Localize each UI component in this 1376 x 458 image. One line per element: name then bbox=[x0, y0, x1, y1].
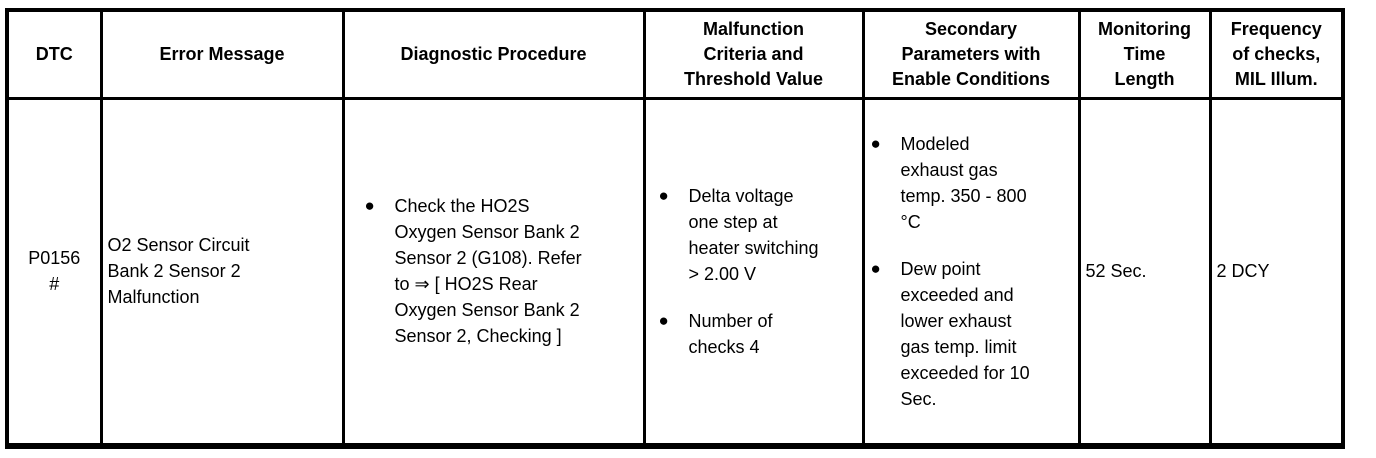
bullet-icon: ● bbox=[658, 185, 669, 205]
bullet-icon: ● bbox=[364, 196, 375, 216]
secondary-parameters-text: Dew point exceeded and lower exhaust gas… bbox=[900, 258, 1030, 409]
diagnostic-procedure-text: Check the HO2S Oxygen Sensor Bank 2 Sens… bbox=[394, 196, 582, 347]
table-row: P0156 # O2 Sensor Circuit Bank 2 Sensor … bbox=[5, 96, 1345, 448]
malfunction-criteria-text: Number of checks 4 bbox=[688, 310, 773, 357]
list-item: ● Dew point exceeded and lower exhaust g… bbox=[871, 256, 1076, 412]
col-header-error-message: Error Message bbox=[99, 8, 345, 100]
col-header-secondary-parameters: Secondary Parameters with Enable Conditi… bbox=[861, 8, 1081, 100]
secondary-parameters-text: Modeled exhaust gas temp. 350 - 800 °C bbox=[900, 133, 1027, 232]
col-header-diagnostic-procedure: Diagnostic Procedure bbox=[341, 8, 646, 100]
dtc-table: DTC Error Message Diagnostic Procedure M… bbox=[5, 8, 1345, 449]
list-item: ● Delta voltage one step at heater switc… bbox=[659, 183, 858, 287]
col-header-malfunction-criteria: Malfunction Criteria and Threshold Value bbox=[642, 8, 865, 100]
cell-malfunction-criteria: ● Delta voltage one step at heater switc… bbox=[642, 96, 865, 448]
col-header-frequency: Frequency of checks, MIL Illum. bbox=[1208, 8, 1345, 100]
cell-diagnostic-procedure: ● Check the HO2S Oxygen Sensor Bank 2 Se… bbox=[341, 96, 646, 448]
cell-monitoring-time-length: 52 Sec. bbox=[1077, 96, 1212, 448]
cell-frequency-of-checks: 2 DCY bbox=[1208, 96, 1345, 448]
cell-dtc-code: P0156 # bbox=[5, 96, 103, 448]
cell-secondary-parameters: ● Modeled exhaust gas temp. 350 - 800 °C… bbox=[861, 96, 1081, 448]
malfunction-criteria-text: Delta voltage one step at heater switchi… bbox=[688, 185, 819, 284]
list-item: ● Number of checks 4 bbox=[659, 308, 858, 360]
col-header-dtc: DTC bbox=[5, 8, 103, 100]
bullet-icon: ● bbox=[870, 258, 881, 278]
bullet-icon: ● bbox=[658, 310, 669, 330]
table-header-row: DTC Error Message Diagnostic Procedure M… bbox=[5, 8, 1345, 100]
bullet-icon: ● bbox=[870, 133, 881, 153]
cell-error-message: O2 Sensor Circuit Bank 2 Sensor 2 Malfun… bbox=[99, 96, 345, 448]
col-header-monitoring-time: Monitoring Time Length bbox=[1077, 8, 1212, 100]
list-item: ● Check the HO2S Oxygen Sensor Bank 2 Se… bbox=[365, 193, 639, 349]
list-item: ● Modeled exhaust gas temp. 350 - 800 °C bbox=[871, 131, 1076, 235]
